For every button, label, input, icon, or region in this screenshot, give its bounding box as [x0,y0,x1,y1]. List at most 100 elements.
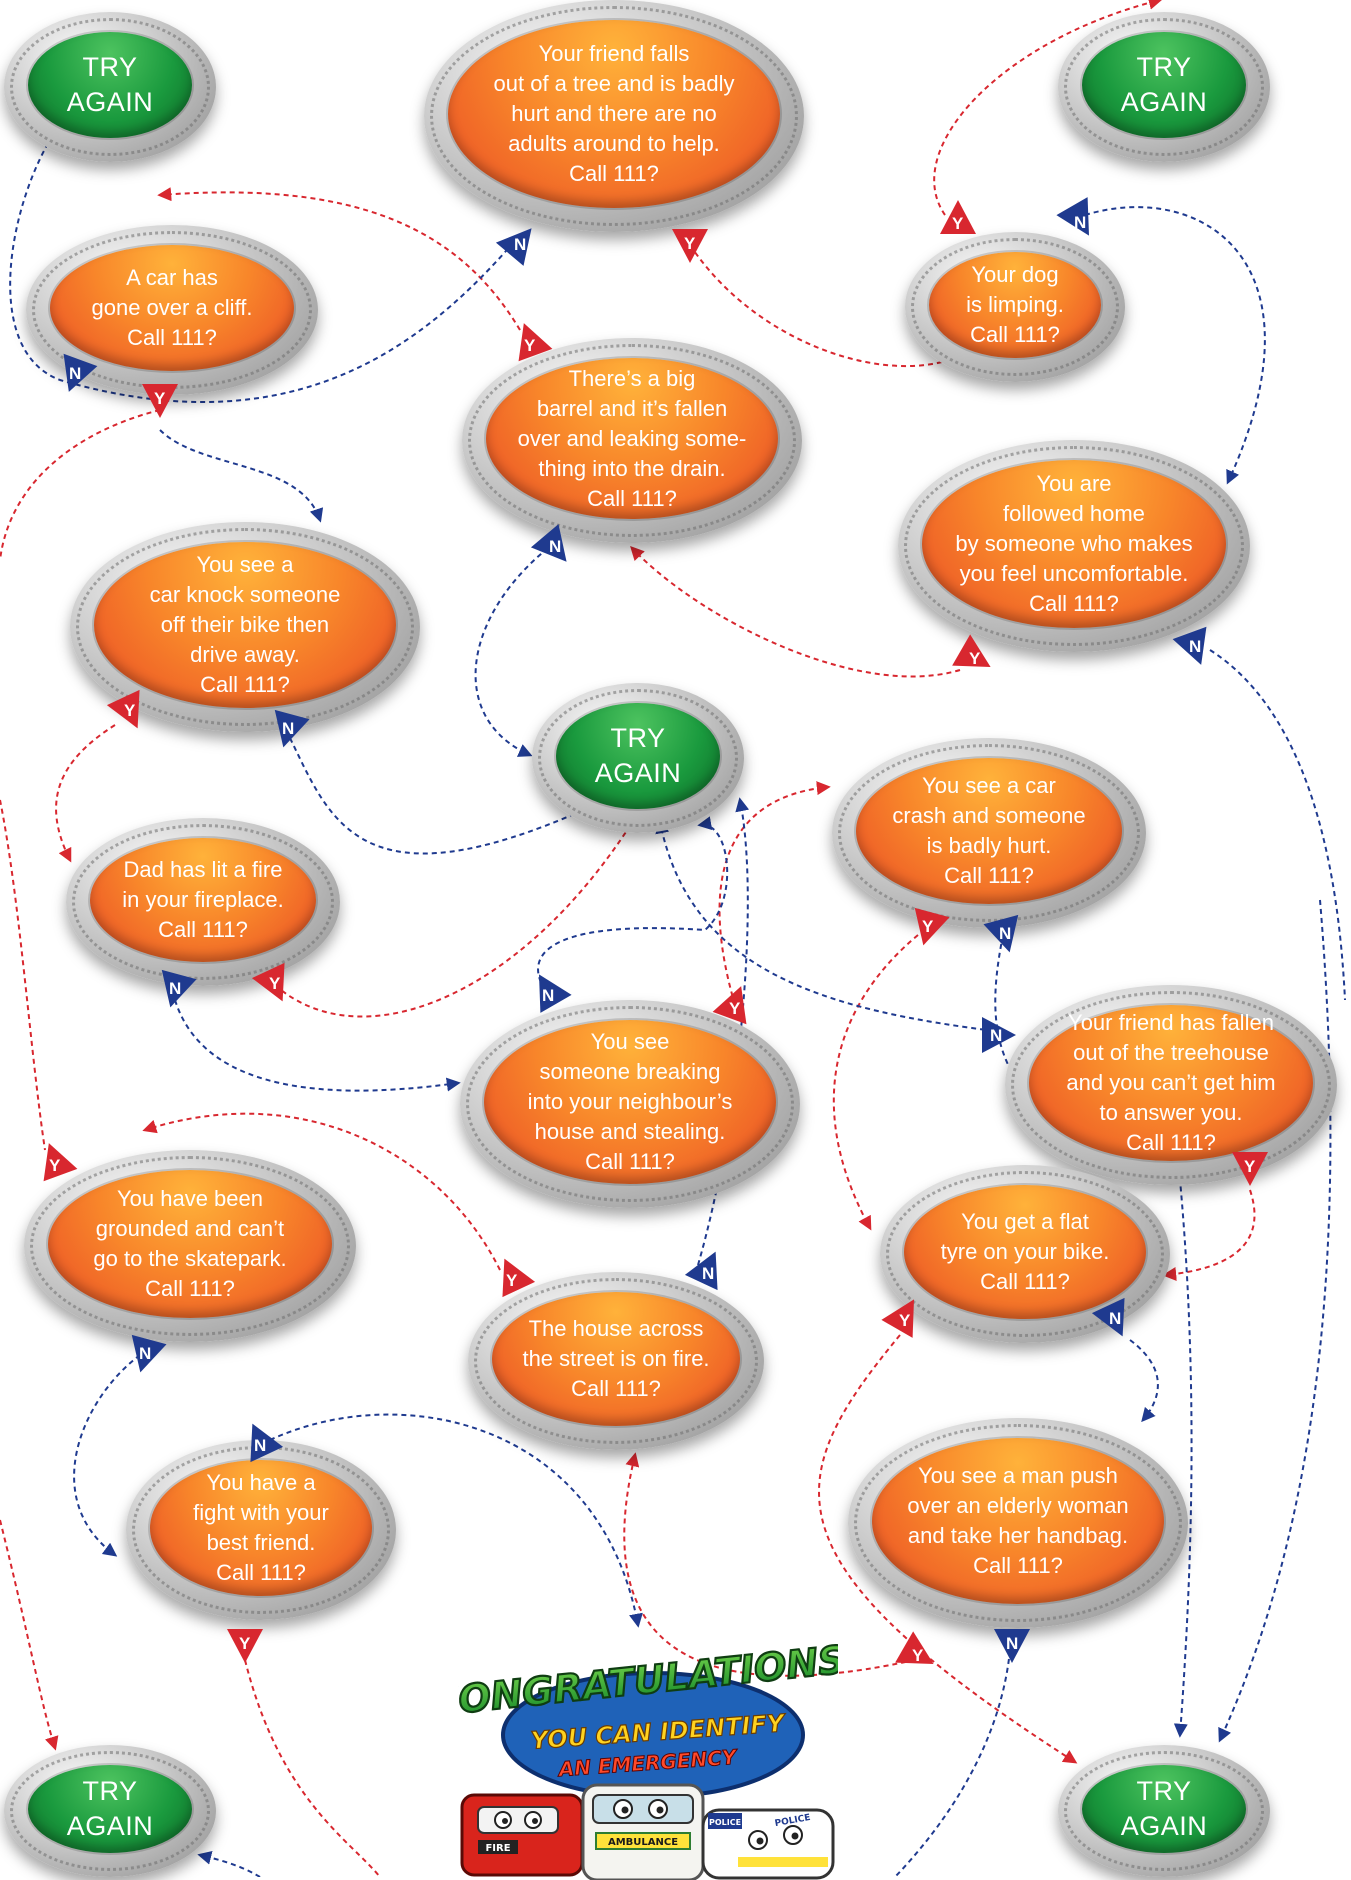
svg-text:Y: Y [969,649,981,668]
svg-text:Y: Y [154,389,166,408]
question-barrel[interactable]: There’s a big barrel and it’s fallen ove… [462,338,802,543]
link-no [894,1649,1011,1877]
link-yes [244,1659,381,1877]
svg-text:Y: Y [729,999,741,1018]
node-label: TRY AGAIN [594,723,682,788]
question-text: You see someone breaking into your neigh… [527,1029,733,1174]
question-text: The house across the street is on fire. … [522,1316,710,1401]
link-yes [142,1112,501,1271]
link-yes [630,545,961,678]
question-followed[interactable]: You are followed home by someone who mak… [898,440,1250,652]
question-text: You get a flat tyre on your bike. Call 1… [940,1209,1110,1294]
svg-text:Y: Y [922,917,934,936]
svg-text:N: N [702,1264,714,1283]
police-car-icon: POLICE POLICE [701,1808,835,1880]
question-treehouse[interactable]: Your friend has fallen out of the treeho… [1005,985,1337,1185]
svg-text:Y: Y [269,974,281,993]
svg-text:N: N [169,979,181,998]
svg-text:Y: Y [899,1311,911,1330]
link-no [1218,899,1332,1743]
node-label: TRY AGAIN [1120,1776,1208,1841]
question-bike-knock[interactable]: You see a car knock someone off their bi… [70,522,420,732]
link-yes [933,0,1163,216]
question-dog[interactable]: Your dog is limping. Call 111? [905,232,1125,382]
node-label: TRY AGAIN [1120,52,1208,117]
link-no [289,737,591,855]
question-grounded[interactable]: You have been grounded and can’t go to t… [24,1150,356,1342]
link-yes [689,244,971,368]
link-yes [55,724,116,863]
try-again-node[interactable]: TRY AGAIN [532,683,744,833]
question-text: Your dog is limping. Call 111? [966,262,1064,347]
link-yes [1162,1189,1256,1281]
svg-text:N: N [990,1026,1002,1045]
node-label: TRY AGAIN [66,1776,154,1841]
link-no [537,816,729,991]
svg-text:Y: Y [952,214,964,233]
svg-text:N: N [254,1436,266,1455]
svg-text:Y: Y [506,1271,518,1290]
svg-text:N: N [1189,637,1201,656]
link-no [269,1413,643,1628]
question-text: A car has gone over a cliff. Call 111? [91,265,253,350]
link-no [73,1354,141,1557]
question-text: You see a car knock someone off their bi… [149,552,341,697]
try-again-node[interactable]: TRY AGAIN [1058,12,1270,162]
link-no [994,934,1193,1738]
fire-truck-icon: FIRE [460,1793,584,1877]
svg-text:Y: Y [124,701,136,720]
ambulance-icon: AMBULANCE [581,1783,705,1880]
svg-text:N: N [282,719,294,738]
svg-text:N: N [542,986,554,1005]
link-yes [0,409,161,561]
link-no [474,547,549,757]
svg-text:Y: Y [524,336,536,355]
vehicle-label: FIRE [485,1843,510,1854]
link-no [1084,206,1266,485]
question-fight[interactable]: You have a fight with your best friend. … [126,1440,396,1620]
question-friend-tree[interactable]: Your friend falls out of a tree and is b… [424,0,804,232]
question-text: There’s a big barrel and it’s fallen ove… [517,365,747,511]
svg-text:N: N [69,364,81,383]
link-no [1129,1339,1159,1423]
node-label: TRY AGAIN [66,52,154,117]
link-no [1209,649,1346,1001]
svg-text:N: N [549,537,561,556]
question-text: Your friend falls out of a tree and is b… [493,41,735,186]
question-text: You have a fight with your best friend. … [193,1470,329,1585]
try-again-node[interactable]: TRY AGAIN [4,12,216,162]
link-yes [623,1452,916,1677]
svg-text:Y: Y [684,234,696,253]
congratulations-badge: CONGRATULATIONS! YOU CAN IDENTIFY AN EME… [458,1635,838,1880]
question-car-crash[interactable]: You see a car crash and someone is badly… [832,738,1146,928]
vehicle-label: POLICE [709,1818,741,1827]
question-house-fire[interactable]: The house across the street is on fire. … [468,1272,764,1450]
try-again-node[interactable]: TRY AGAIN [1058,1745,1270,1877]
try-again-node[interactable]: TRY AGAIN [4,1745,216,1877]
link-yes [0,1519,59,1751]
svg-text:N: N [1006,1634,1018,1653]
svg-text:Y: Y [49,1156,61,1175]
svg-text:N: N [1109,1309,1121,1328]
link-yes [157,187,521,331]
question-breaking-in[interactable]: You see someone breaking into your neigh… [460,1000,800,1208]
link-yes [832,934,919,1231]
question-fireplace[interactable]: Dad has lit a fire in your fireplace. Ca… [66,818,340,986]
link-no [174,999,461,1092]
question-handbag[interactable]: You see a man push over an elderly woman… [848,1418,1188,1628]
link-yes [274,815,637,1018]
link-no [9,129,521,403]
link-yes [818,1334,1078,1764]
svg-text:N: N [1074,213,1086,232]
svg-text:Y: Y [239,1634,251,1653]
vehicle-label: AMBULANCE [608,1837,678,1848]
link-no [655,819,1004,1033]
svg-text:N: N [999,924,1011,943]
svg-text:N: N [514,235,526,254]
question-text: You have been grounded and can’t go to t… [93,1186,287,1301]
link-no [159,429,324,523]
question-text: You see a car crash and someone is badly… [892,773,1086,888]
link-no [197,1850,261,1877]
question-text: You are followed home by someone who mak… [955,471,1193,616]
svg-text:Y: Y [912,1646,924,1665]
